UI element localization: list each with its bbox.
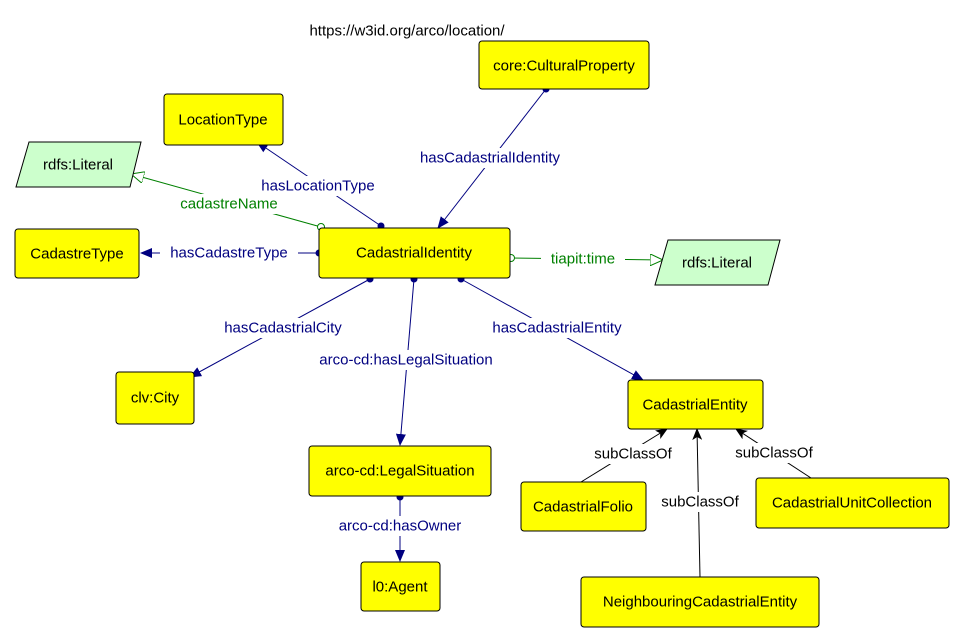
edge-has-location-type: hasLocationType xyxy=(254,141,385,230)
node-unit-collection[interactable]: CadastrialUnitCollection xyxy=(755,477,950,529)
edge-has-cadastrial-city: hasCadastrialCity xyxy=(189,275,374,378)
edge-has-owner: arco-cd:hasOwner xyxy=(327,493,473,562)
node-label-literal-left: rdfs:Literal xyxy=(43,157,113,174)
node-label-cadastre-type: CadastreType xyxy=(30,246,123,263)
edge-label-tiapit-time: tiapit:time xyxy=(551,251,615,268)
node-cadastre-type[interactable]: CadastreType xyxy=(14,228,140,279)
node-neighbouring[interactable]: NeighbouringCadastrialEntity xyxy=(580,576,820,628)
node-cadastrial-folio[interactable]: CadastrialFolio xyxy=(520,481,647,532)
edge-has-legal-situation: arco-cd:hasLegalSituation xyxy=(302,275,512,446)
edge-label-has-owner: arco-cd:hasOwner xyxy=(339,518,462,535)
node-label-literal-right: rdfs:Literal xyxy=(682,255,752,272)
edge-subclass-unit: subClassOf xyxy=(728,428,820,479)
edge-label-has-legal-situation: arco-cd:hasLegalSituation xyxy=(319,352,492,369)
node-literal-right[interactable]: rdfs:Literal xyxy=(654,239,781,286)
node-literal-left[interactable]: rdfs:Literal xyxy=(15,141,142,188)
node-legal-situation[interactable]: arco-cd:LegalSituation xyxy=(308,445,492,497)
node-label-cultural-property: core:CulturalProperty xyxy=(493,58,635,75)
node-label-neighbouring: NeighbouringCadastrialEntity xyxy=(603,594,798,611)
node-label-legal-situation: arco-cd:LegalSituation xyxy=(325,463,474,480)
node-cultural-property[interactable]: core:CulturalProperty xyxy=(478,40,650,90)
edge-tiapit-time: tiapit:time xyxy=(507,249,664,269)
node-agent[interactable]: l0:Agent xyxy=(360,561,441,612)
edge-subclass-neighbouring: subClassOf xyxy=(654,428,746,578)
edge-label-has-cadastrial-city: hasCadastrialCity xyxy=(224,320,342,337)
node-label-city: clv:City xyxy=(131,390,180,407)
edge-label-has-cadastrial-identity: hasCadastrialIdentity xyxy=(420,150,561,167)
edge-label-subclass-neighbouring: subClassOf xyxy=(661,494,739,511)
edge-label-subclass-folio: subClassOf xyxy=(594,446,672,463)
node-city[interactable]: clv:City xyxy=(115,371,195,425)
node-location-type[interactable]: LocationType xyxy=(163,93,284,146)
edge-label-has-location-type: hasLocationType xyxy=(261,178,374,195)
diagram-title: https://w3id.org/arco/location/ xyxy=(309,23,505,40)
node-label-cadastrial-entity: CadastrialEntity xyxy=(642,397,748,414)
node-label-unit-collection: CadastrialUnitCollection xyxy=(772,495,932,512)
edge-label-has-cadastrial-entity: hasCadastrialEntity xyxy=(492,320,622,337)
edge-has-cadastre-type: hasCadastreType xyxy=(140,243,323,263)
edge-label-has-cadastre-type: hasCadastreType xyxy=(170,245,288,262)
node-cadastrial-identity[interactable]: CadastrialIdentity xyxy=(318,227,511,279)
node-label-cadastrial-identity: CadastrialIdentity xyxy=(356,245,472,262)
edge-subclass-folio: subClassOf xyxy=(580,428,679,483)
edge-has-cadastrial-identity: hasCadastrialIdentity xyxy=(405,85,575,229)
node-label-location-type: LocationType xyxy=(178,112,267,129)
node-label-cadastrial-folio: CadastrialFolio xyxy=(533,499,633,516)
edge-label-subclass-unit: subClassOf xyxy=(735,445,813,462)
node-cadastrial-entity[interactable]: CadastrialEntity xyxy=(627,379,764,430)
node-label-agent: l0:Agent xyxy=(372,579,428,596)
edge-label-cadastre-name: cadastreName xyxy=(180,196,278,213)
